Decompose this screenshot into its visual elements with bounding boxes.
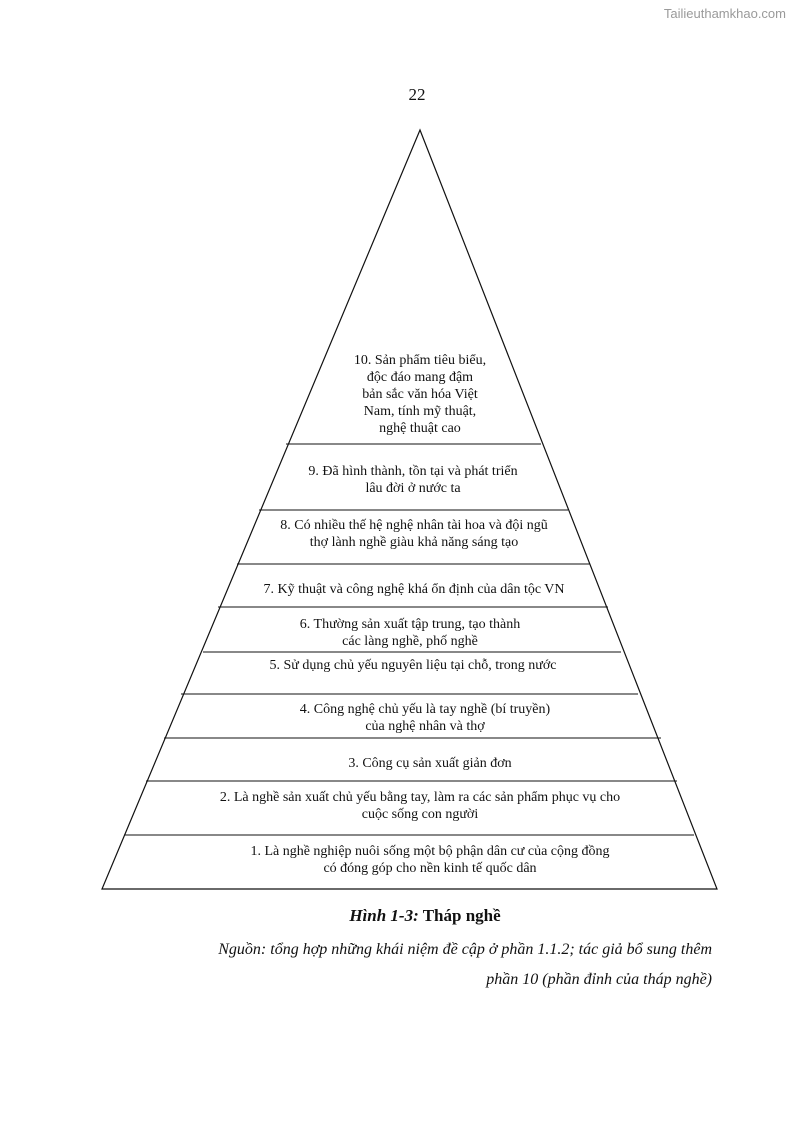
tier-5-label: 5. Sử dụng chủ yếu nguyên liệu tại chỗ, … [269,658,557,673]
figure-number: Hình 1-3: [349,906,419,925]
source-note-line-1: Nguồn: tổng hợp những khái niệm đề cập ở… [218,941,712,958]
tier-7-label: 7. Kỹ thuật và công nghệ khá ổn định của… [263,582,565,597]
source-note-line-2: phần 10 (phần đỉnh của tháp nghề) [486,971,712,988]
tier-2-label: 2. Là nghề sản xuất chủ yếu bằng tay, là… [219,790,621,822]
figure-caption: Hình 1-3: Tháp nghề [0,906,794,926]
source-note: Nguồn: tổng hợp những khái niệm đề cập ở… [120,935,712,995]
tier-1-label: 1. Là nghề nghiệp nuôi sống một bộ phận … [250,844,610,876]
tier-3-label: 3. Công cụ sản xuất giản đơn [348,756,512,771]
watermark: Tailieuthamkhao.com [663,6,786,21]
tier-9-label: 9. Đã hình thành, tồn tại và phát triển … [308,464,518,496]
page-number: 22 [408,85,426,104]
figure-title: Tháp nghề [418,906,501,925]
tier-6-label: 6. Thường sản xuất tập trung, tạo thành … [299,617,521,649]
tier-4-label: 4. Công nghệ chủ yếu là tay nghề (bí tru… [299,702,551,734]
tier-10-label: 10. Sản phẩm tiêu biểu, độc đáo mang đậm… [353,353,487,436]
tier-8-label: 8. Có nhiều thế hệ nghệ nhân tài hoa và … [280,518,548,550]
